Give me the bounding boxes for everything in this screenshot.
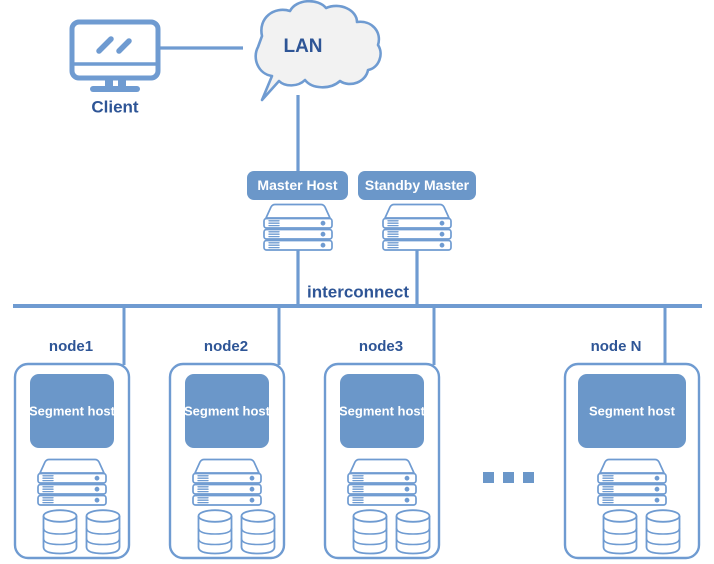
node3-segment-host-box [340, 374, 424, 448]
node1-server-icon [37, 458, 107, 506]
nodeN-database-icon-2 [645, 509, 681, 555]
node1-segment-host-label: Segment host [29, 403, 116, 418]
standby-master-badge [358, 171, 476, 200]
node-node2[interactable]: node2 Segment host [168, 338, 286, 560]
nodeN-segment-host-label: Segment host [589, 403, 676, 418]
standby-master-node[interactable]: Standby Master [358, 171, 476, 251]
node3-server-icon [347, 458, 417, 506]
monitor-icon [69, 19, 161, 92]
interconnect-bus-label: interconnect [302, 281, 414, 303]
standby-master-label: Standby Master [365, 177, 470, 193]
node2-label: node2 [204, 338, 248, 355]
master-host-label: Master Host [257, 177, 337, 193]
interconnect-label: interconnect [307, 282, 409, 301]
ellipsis-indicator [483, 472, 534, 483]
node1-database-icon-1 [42, 509, 78, 555]
node3-database-icon-1 [352, 509, 388, 555]
node-nodeN[interactable]: node N Segment host [563, 338, 701, 560]
node2-database-icon-1 [197, 509, 233, 555]
node2-server-icon [192, 458, 262, 506]
client-label: Client [91, 97, 139, 116]
node3-database-icon-2 [395, 509, 431, 555]
master-host-badge [247, 171, 348, 200]
node-node1[interactable]: node1 Segment host [13, 338, 131, 560]
master-host-node[interactable]: Master Host [247, 171, 348, 251]
client-node[interactable]: Client [69, 19, 161, 116]
node1-segment-host-box [30, 374, 114, 448]
standby-master-server-icon [382, 203, 452, 251]
node2-segment-host-label: Segment host [184, 403, 271, 418]
node3-label: node3 [359, 338, 403, 355]
nodeN-server-icon [597, 458, 667, 506]
master-host-server-icon [263, 203, 333, 251]
lan-cloud[interactable]: LAN [254, 0, 382, 102]
node1-database-icon-2 [85, 509, 121, 555]
cloud-icon [254, 0, 382, 102]
node3-segment-host-label: Segment host [339, 403, 426, 418]
lan-label: LAN [283, 36, 322, 57]
node1-label: node1 [49, 338, 93, 355]
connection-lines [13, 46, 702, 365]
nodeN-segment-host-box [578, 374, 686, 448]
nodeN-label: node N [591, 338, 642, 355]
node-node3[interactable]: node3 Segment host [323, 338, 441, 560]
nodeN-database-icon-1 [602, 509, 638, 555]
node2-database-icon-2 [240, 509, 276, 555]
node2-segment-host-box [185, 374, 269, 448]
